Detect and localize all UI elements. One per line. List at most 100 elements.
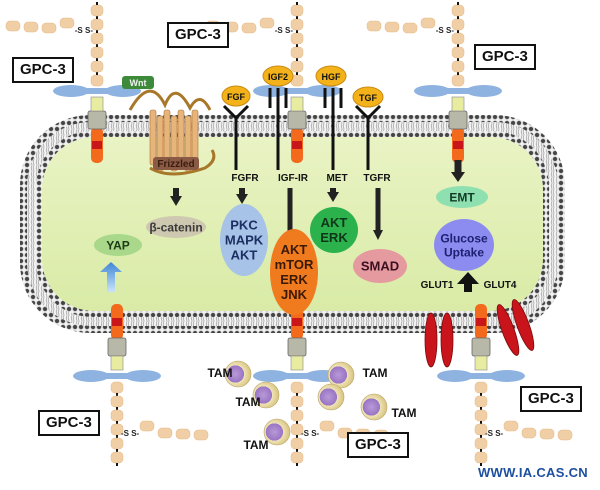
side-chain-bead — [5, 20, 21, 32]
core-protein-bead — [451, 46, 465, 59]
bead-link — [480, 407, 482, 410]
bead-link — [296, 393, 298, 396]
bead-link — [116, 449, 118, 452]
disulfide-label: -S S- — [436, 26, 455, 35]
bead-link — [116, 393, 118, 396]
tam-label: TAM — [391, 406, 416, 420]
frizzled-label: Frizzled — [157, 159, 194, 170]
linker — [90, 96, 104, 112]
membrane-anchor — [287, 110, 307, 130]
hgf-label: HGF — [322, 72, 342, 82]
igf-ir-label: IGF-IR — [278, 173, 309, 184]
side-chain-bead — [41, 22, 57, 34]
fgfr-arrow — [236, 188, 248, 204]
gpi-anchor — [432, 88, 484, 94]
disulfide-label: -S S- — [75, 26, 94, 35]
side-chain-bead — [319, 420, 335, 432]
gpi-anchor — [71, 88, 123, 94]
akt-mtor-erk-jnk-node-shape — [270, 229, 318, 315]
glut-transporter — [496, 304, 520, 356]
bead-link — [296, 435, 298, 438]
watermark: WWW.IA.CAS.CN — [477, 465, 588, 480]
core-protein-bead — [90, 46, 104, 59]
met-arrow — [327, 188, 339, 202]
bead-link — [96, 2, 98, 5]
core-protein-bead — [474, 381, 488, 394]
disulfide-label: -S S- — [121, 429, 140, 438]
gpc3-proteoglycan: -S S- — [5, 2, 141, 163]
transmembrane-segment — [476, 318, 486, 326]
bead-link — [480, 435, 482, 438]
akt-mtor-erk-jnk-node-label: mTOR — [275, 257, 314, 272]
beta-catenin-node: β-catenin — [146, 216, 206, 238]
core-protein-bead — [110, 437, 124, 450]
core-protein-bead — [90, 4, 104, 17]
core-protein-bead — [290, 46, 304, 59]
core-protein-bead — [451, 74, 465, 87]
side-chain-bead — [521, 427, 537, 439]
fgf-label: FGF — [227, 92, 245, 102]
bead-link — [457, 30, 459, 33]
yap-node-label: YAP — [106, 238, 130, 252]
core-protein-bead — [474, 395, 488, 408]
bead-link — [296, 44, 298, 47]
frizzled-loop — [128, 89, 212, 112]
side-chain-bead — [59, 17, 75, 29]
pkc-mapk-akt-node-label: MAPK — [225, 233, 264, 248]
bead-link — [96, 72, 98, 75]
transmembrane-segment — [292, 141, 302, 149]
glucose-uptake-node-label: Uptake — [444, 245, 484, 259]
tam-cell — [360, 393, 388, 421]
bead-link — [96, 58, 98, 61]
core-protein-bead — [451, 60, 465, 73]
frizzled-helix — [191, 109, 199, 166]
glut-transporter — [424, 312, 438, 368]
side-chain-bead — [539, 428, 555, 440]
bead-link — [480, 421, 482, 424]
bead-link — [296, 16, 298, 19]
yap-arrow — [100, 262, 122, 292]
gpc3-proteoglycan: -S S- — [73, 304, 209, 466]
fgf-ligand — [221, 85, 251, 107]
emt-node-shape — [436, 186, 488, 208]
gpc3-label-box: GPC-3 — [167, 22, 229, 48]
side-chain-bead — [241, 22, 257, 34]
core-protein-bead — [474, 437, 488, 450]
core-protein-bead — [290, 395, 304, 408]
emt-node: EMT — [436, 186, 488, 208]
frizzled-helix — [149, 109, 157, 166]
side-chain-bead — [23, 21, 39, 33]
linker — [110, 355, 124, 371]
bead-link — [480, 449, 482, 452]
disulfide-label: -S S- — [275, 26, 294, 35]
smad-node-label: SMAD — [361, 259, 399, 274]
tgf-label: TGF — [359, 93, 377, 103]
side-chain-bead — [157, 427, 173, 439]
side-chain-bead — [503, 420, 519, 432]
tam-cell — [263, 418, 291, 446]
tgf-receptor — [354, 104, 382, 170]
disulfide-label: -S S- — [301, 429, 320, 438]
side-chain-bead — [259, 17, 275, 29]
fgfr-label: FGFR — [231, 173, 259, 184]
akt-mtor-erk-jnk-node-label: ERK — [280, 272, 308, 287]
bead-link — [116, 407, 118, 410]
glucose-uptake-node-shape — [434, 219, 494, 271]
core-protein-bead — [290, 409, 304, 422]
glut-arrow — [457, 272, 479, 292]
bead-link — [457, 72, 459, 75]
glut1-label: GLUT1 — [421, 280, 454, 291]
frizzled-helix — [163, 109, 171, 166]
transmembrane-segment — [292, 318, 302, 326]
tam-cell — [224, 360, 252, 388]
bead-link — [296, 407, 298, 410]
core-protein-bead — [290, 60, 304, 73]
beta-catenin-node-label: β-catenin — [149, 220, 202, 234]
core-protein-bead — [90, 74, 104, 87]
igf2-ligand — [262, 65, 294, 87]
hgf-ligand — [315, 65, 347, 87]
